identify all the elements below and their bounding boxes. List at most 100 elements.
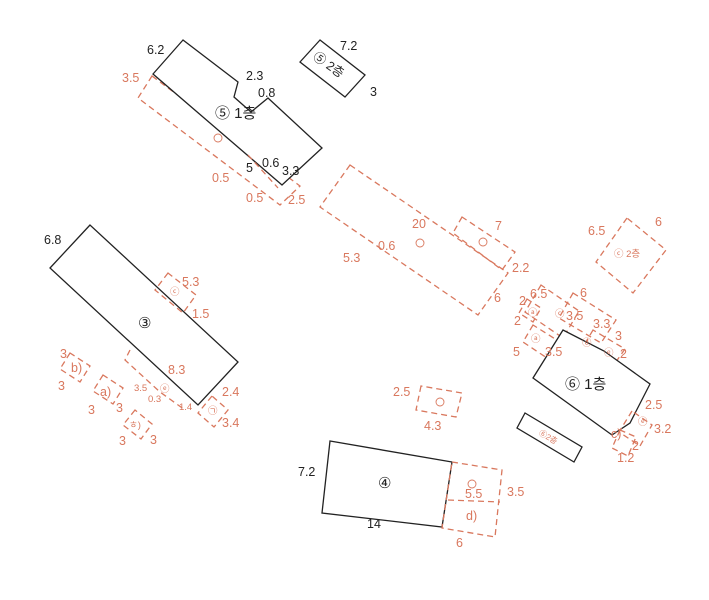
building-4-dim-6: 6 — [456, 536, 463, 550]
structure-43-dim-25: 2.5 — [393, 385, 410, 399]
planned-area-dim-20: 20 — [412, 217, 426, 231]
building-5-1f-label: ⑤ 1층 — [215, 105, 256, 122]
building-3-label: ③ — [138, 315, 151, 332]
building-4-dim-55: 5.5 — [465, 487, 482, 501]
building-5-2f-dim-3: 3 — [370, 85, 377, 99]
building-4-label-d: d) — [466, 509, 477, 523]
structure-43-outline — [415, 385, 463, 418]
small-structure-b-dim-3a: 3 — [60, 347, 67, 361]
building-5-dim-5: 5 — [246, 161, 253, 175]
small-structure-b-dim-3b: 3 — [58, 379, 65, 393]
building-3-marker-g: ㉠ — [208, 406, 218, 417]
annex-dim-6: 6 — [655, 215, 662, 229]
building-6-dim-35a: 3.5 — [566, 309, 583, 323]
planned-area-marker-circle-2 — [478, 237, 488, 247]
small-structure-h-dim-3a: 3 — [119, 434, 126, 448]
planned-area-dim-6: 6 — [494, 291, 501, 305]
building-6-dim-3: 3 — [615, 329, 622, 343]
annex-2f-label: ⓒ 2층 — [614, 249, 640, 260]
building-3-dim-35: 3.5 — [134, 383, 147, 394]
building-6-marker-e: ⓔ — [604, 348, 614, 359]
building-6-dim-25: 2.5 — [645, 398, 662, 412]
building-5-dim-05b: 0.5 — [246, 191, 263, 205]
building-4-dim-72: 7.2 — [298, 465, 315, 479]
building-6-dim-2a: 2 — [519, 294, 526, 308]
building-3-dim-24: 2.4 — [222, 385, 239, 399]
small-structure-h-dim-3b: 3 — [150, 433, 157, 447]
building-5-inner-line — [247, 154, 279, 189]
building-3-front-extension-outline — [124, 349, 186, 411]
building-6-extension-c-outline — [558, 292, 617, 344]
building-3-dim-15: 1.5 — [192, 307, 209, 321]
building-5-dim-05a: 0.5 — [212, 171, 229, 185]
building-3-marker-c: ⓒ — [170, 287, 180, 298]
planned-area-dim-06: 0.6 — [378, 239, 395, 253]
structure-43-marker-circle — [435, 397, 445, 407]
building-4-extension-divider — [447, 499, 501, 503]
planned-area-7-outline — [452, 216, 516, 271]
building-6-dim-12: 1.2 — [617, 451, 634, 465]
building-4-dim-14: 14 — [367, 517, 381, 531]
building-5-marker-circle — [213, 133, 223, 143]
building-3-marker-e: ⓔ — [160, 384, 170, 395]
building-4-extension-outline — [441, 461, 503, 538]
building-5-2f-dim-72: 7.2 — [340, 39, 357, 53]
building-6-dim-2b: 2 — [514, 314, 521, 328]
building-3-dim-53: 5.3 — [182, 275, 199, 289]
building-6-dim-2d: 2 — [632, 439, 639, 453]
building-6-marker-b: ⓐ — [531, 334, 541, 345]
annex-2f-outline — [595, 217, 667, 294]
planned-area-dim-22: 2.2 — [512, 261, 529, 275]
planned-area-marker-circle-1 — [415, 238, 425, 248]
building-6-dim-2c: 2 — [620, 347, 627, 361]
building-6-dim-35b: 3.5 — [545, 345, 562, 359]
building-4-dim-35: 3.5 — [507, 485, 524, 499]
small-structure-a-dim-3a: 3 — [88, 403, 95, 417]
building-4-label: ④ — [378, 475, 391, 492]
building-5-2f-outline — [299, 39, 366, 98]
structure-43-dim-43: 4.3 — [424, 419, 441, 433]
building-6-marker-a: ⓐ — [528, 308, 538, 319]
building-6-extension-g-outline — [611, 429, 637, 457]
small-structure-b-outline — [59, 352, 91, 383]
annex-dim-65: 6.5 — [588, 224, 605, 238]
planned-area-20x6-outline — [319, 164, 509, 316]
building-6-2f-outline — [516, 412, 583, 463]
building-5-dim-23: 2.3 — [246, 69, 263, 83]
small-structure-h-outline — [122, 409, 153, 440]
small-structure-a-label: a) — [100, 385, 111, 399]
small-structure-a-outline — [92, 374, 124, 405]
building-3-dim-14: 1.4 — [179, 402, 192, 413]
building-6-marker-g: ⓔ — [638, 417, 648, 428]
building-6-extension-f-outline — [618, 410, 653, 447]
small-structure-a-dim-3b: 3 — [116, 401, 123, 415]
building-3-extension-g-outline — [197, 395, 229, 428]
planned-area-dim-7: 7 — [495, 219, 502, 233]
building-3-dim-03: 0.3 — [148, 394, 161, 405]
planned-area-dim-53: 5.3 — [343, 251, 360, 265]
building-4-marker-circle — [467, 479, 477, 489]
small-structure-b-label: b) — [71, 361, 82, 375]
building-6-extension-a-outline — [518, 298, 542, 323]
building-6-dim-5: 5 — [513, 345, 520, 359]
building-6-extension-b-outline — [524, 284, 580, 339]
building-5-dim-33: 3.3 — [282, 164, 299, 178]
building-5-dim-06: 0.6 — [262, 156, 279, 170]
building-6-marker-c: ⓒ — [555, 309, 565, 320]
building-3-dim-34: 3.4 — [222, 416, 239, 430]
building-6-marker-d: ⓓ — [582, 338, 592, 349]
building-3-dim-83: 8.3 — [168, 363, 185, 377]
building-3-outline — [49, 224, 239, 406]
building-6-dim-65: 6.5 — [530, 287, 547, 301]
building-6-dim-6: 6 — [580, 286, 587, 300]
building-5-dim-35: 3.5 — [122, 71, 139, 85]
building-6-1f-outline — [532, 329, 651, 436]
building-6-1f-label: ⑥ 1층 — [565, 376, 606, 393]
building-5-dim-25: 2.5 — [288, 193, 305, 207]
building-3-dim-68: 6.8 — [44, 233, 61, 247]
small-structure-h-label: ㅎ) — [129, 420, 141, 431]
building-6-dim-32: 3.2 — [654, 422, 671, 436]
building-6-dim-33: 3.3 — [593, 317, 610, 331]
building-5-dim-08: 0.8 — [258, 86, 275, 100]
